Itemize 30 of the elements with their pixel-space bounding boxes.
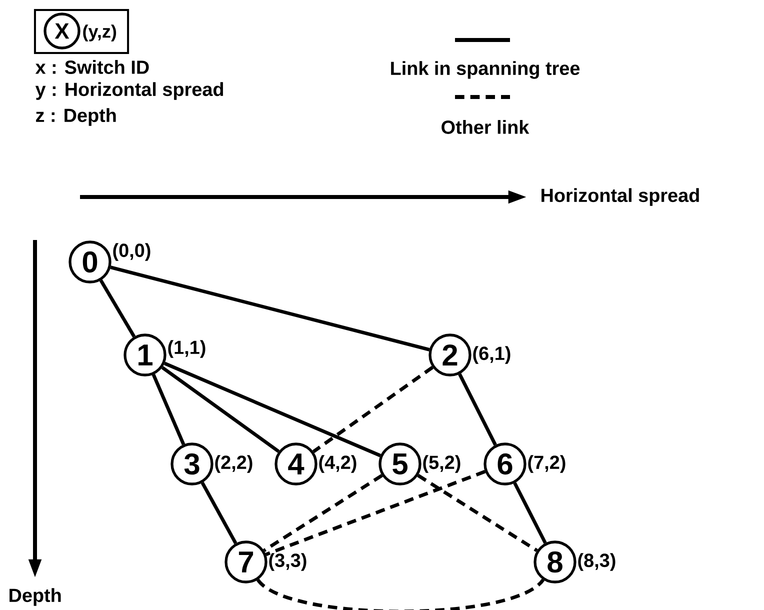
link-line xyxy=(256,578,544,610)
legend-text: y : Horizontal spread xyxy=(35,82,224,100)
legend-text: Link in spanning tree xyxy=(391,61,580,79)
link-line xyxy=(513,482,547,544)
link-line xyxy=(161,366,280,453)
coordinate-label: (8,3) xyxy=(578,553,616,571)
link-line xyxy=(263,474,383,552)
coordinate-label: (6,1) xyxy=(473,346,510,364)
coordinate-label: (0,0) xyxy=(113,243,150,261)
link-line xyxy=(312,366,434,454)
legend-box xyxy=(34,9,130,54)
link-line xyxy=(417,474,538,552)
axis-label: Horizontal spread xyxy=(542,188,699,206)
link-line xyxy=(110,266,430,352)
link-line xyxy=(265,470,486,556)
link-line xyxy=(458,373,497,446)
legend-text: Other link xyxy=(442,120,530,134)
coordinate-label: (4,2) xyxy=(319,455,356,473)
coordinate-label: (y,z) xyxy=(83,24,116,42)
link-line xyxy=(152,374,186,446)
coordinate-label: (2,2) xyxy=(215,455,252,473)
coordinate-label: (3,3) xyxy=(269,553,306,571)
coordinate-label: (1,1) xyxy=(168,340,206,358)
link-line xyxy=(164,362,382,458)
coordinate-label: (7,2) xyxy=(528,455,566,473)
axis-label: Depth xyxy=(10,588,61,606)
link-line xyxy=(200,482,238,544)
coordinate-label: (5,2) xyxy=(423,455,460,473)
link-line xyxy=(99,279,136,338)
legend-text: z : Depth xyxy=(36,108,116,126)
